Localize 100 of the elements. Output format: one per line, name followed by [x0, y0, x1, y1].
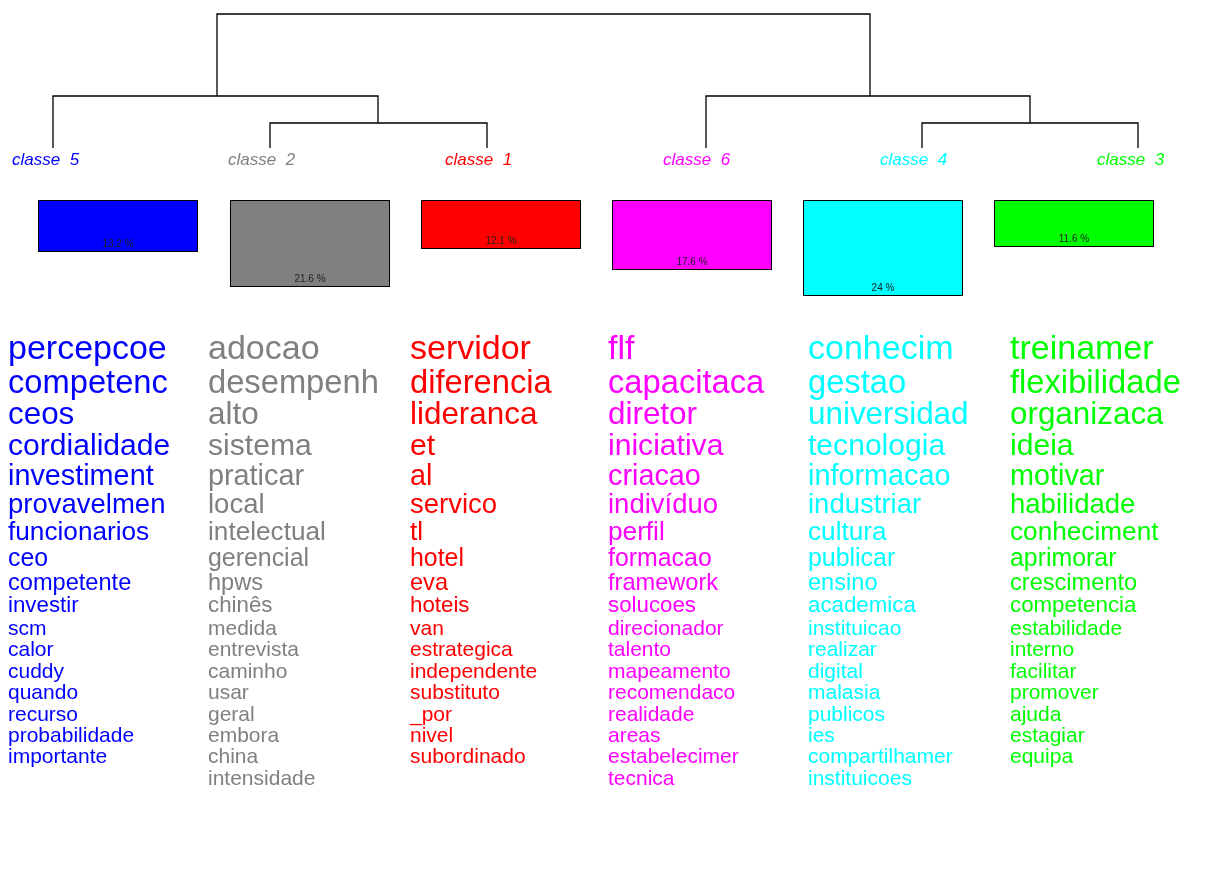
- keyword-text: interno: [1010, 638, 1076, 660]
- keyword-text: entrevista: [208, 638, 301, 660]
- keyword-text: intensidade: [208, 766, 317, 789]
- keyword-text: diferencia: [410, 364, 552, 398]
- keyword-text: motivar: [1010, 460, 1106, 491]
- keyword-text: usar: [208, 681, 250, 703]
- keyword-text: flf: [608, 330, 636, 365]
- keyword-text: substituto: [410, 681, 500, 703]
- keyword-text: scm: [8, 617, 48, 639]
- keyword-text: conheciment: [1010, 518, 1160, 545]
- keyword-text: recomendaco: [608, 681, 737, 703]
- class-heading: classe 2: [228, 150, 296, 170]
- keyword-text: importante: [8, 745, 108, 767]
- keyword-text: eva: [410, 570, 450, 595]
- class-heading: classe 3: [1097, 150, 1165, 170]
- keyword-text: aprimorar: [1010, 544, 1118, 571]
- keyword-text: competencia: [1010, 594, 1138, 618]
- keyword-text: hoteis: [410, 594, 471, 618]
- class-heading: classe 1: [445, 150, 513, 170]
- keyword-text: provavelmen: [8, 490, 167, 519]
- keyword-text: tl: [410, 518, 425, 545]
- keyword-text: recurso: [8, 702, 80, 725]
- keyword-text: subordinado: [410, 745, 527, 767]
- keyword-text: ceo: [8, 544, 50, 571]
- keyword-text: gerencial: [208, 544, 310, 571]
- keyword-text: digital: [808, 659, 864, 682]
- keyword-text: ies: [808, 724, 835, 746]
- keyword-text: percepcoe: [8, 330, 168, 365]
- keyword-text: geral: [208, 702, 256, 725]
- keyword-text: direcionador: [608, 617, 725, 639]
- keyword-text: ideia: [1010, 430, 1074, 461]
- keyword-text: publicar: [808, 544, 897, 571]
- keyword-text: industriar: [808, 490, 923, 519]
- keyword-text: ensino: [808, 570, 878, 595]
- keyword-text: china: [208, 745, 260, 767]
- keyword-text: iniciativa: [608, 430, 725, 461]
- keyword-text: informacao: [808, 460, 952, 491]
- keyword-text: chinês: [208, 594, 274, 618]
- keyword-text: malasia: [808, 681, 882, 703]
- percentage-bar: 12.1 %: [421, 200, 581, 249]
- keyword-text: servidor: [410, 330, 532, 365]
- keyword-text: cordialidade: [8, 430, 171, 461]
- keyword-text: sistema: [208, 430, 313, 461]
- keyword-text: probabilidade: [8, 724, 136, 746]
- keyword-text: alto: [208, 398, 259, 431]
- keyword-text: compartilhamer: [808, 745, 954, 767]
- keyword-text: nivel: [410, 724, 455, 746]
- keyword-text: conhecim: [808, 330, 955, 365]
- keyword-text: instituicoes: [808, 766, 912, 789]
- keyword-text: adocao: [208, 330, 321, 365]
- keyword-text: hpws: [208, 570, 264, 595]
- keyword-text: realizar: [808, 638, 878, 660]
- keyword-text: independente: [410, 659, 539, 682]
- keyword-text: equipa: [1010, 745, 1074, 767]
- keyword-text: embora: [208, 724, 281, 746]
- keyword-text: hotel: [410, 544, 465, 571]
- keyword-text: publicos: [808, 702, 887, 725]
- keyword-text: calor: [8, 638, 55, 660]
- keyword-text: cuddy: [8, 659, 66, 682]
- keyword-text: academica: [808, 594, 917, 618]
- keyword-text: investiment: [8, 460, 155, 491]
- keyword-text: quando: [8, 681, 80, 703]
- keyword-text: estabelecimer: [608, 745, 740, 767]
- keyword-text: indivíduo: [608, 490, 720, 519]
- keyword-text: treinamer: [1010, 330, 1155, 365]
- keyword-text: flexibilidade: [1010, 364, 1181, 398]
- keyword-text: facilitar: [1010, 659, 1078, 682]
- percentage-bar: 13.2 %: [38, 200, 198, 252]
- keyword-text: areas: [608, 724, 662, 746]
- percentage-bar: 17.6 %: [612, 200, 772, 270]
- keyword-text: promover: [1010, 681, 1100, 703]
- class-heading: classe 4: [880, 150, 948, 170]
- keyword-text: tecnologia: [808, 430, 947, 461]
- keyword-text: habilidade: [1010, 490, 1137, 519]
- keyword-text: formacao: [608, 544, 713, 571]
- keyword-text: intelectual: [208, 518, 327, 545]
- keyword-text: mapeamento: [608, 659, 732, 682]
- keyword-text: instituicao: [808, 617, 903, 639]
- keyword-text: capacitaca: [608, 364, 765, 398]
- keyword-text: praticar: [208, 460, 306, 491]
- keyword-text: et: [410, 430, 437, 461]
- keyword-text: gestao: [808, 364, 908, 398]
- keyword-text: ajuda: [1010, 702, 1062, 725]
- class-heading: classe 5: [12, 150, 80, 170]
- keyword-text: caminho: [208, 659, 289, 682]
- keyword-text: lideranca: [410, 398, 539, 431]
- keyword-text: cultura: [808, 518, 888, 545]
- percentage-bar: 11.6 %: [994, 200, 1154, 247]
- percentage-bar: 24 %: [803, 200, 963, 296]
- keyword-text: van: [410, 617, 445, 639]
- keyword-text: framework: [608, 570, 720, 595]
- keyword-text: competente: [8, 570, 133, 595]
- keyword-text: estrategica: [410, 638, 514, 660]
- keyword-text: local: [208, 490, 265, 519]
- keyword-text: crescimento: [1010, 570, 1139, 595]
- keyword-text: realidade: [608, 702, 696, 725]
- keyword-text: solucoes: [608, 594, 697, 618]
- keyword-text: estagiar: [1010, 724, 1086, 746]
- keyword-text: estabilidade: [1010, 617, 1123, 639]
- keyword-text: medida: [208, 617, 278, 639]
